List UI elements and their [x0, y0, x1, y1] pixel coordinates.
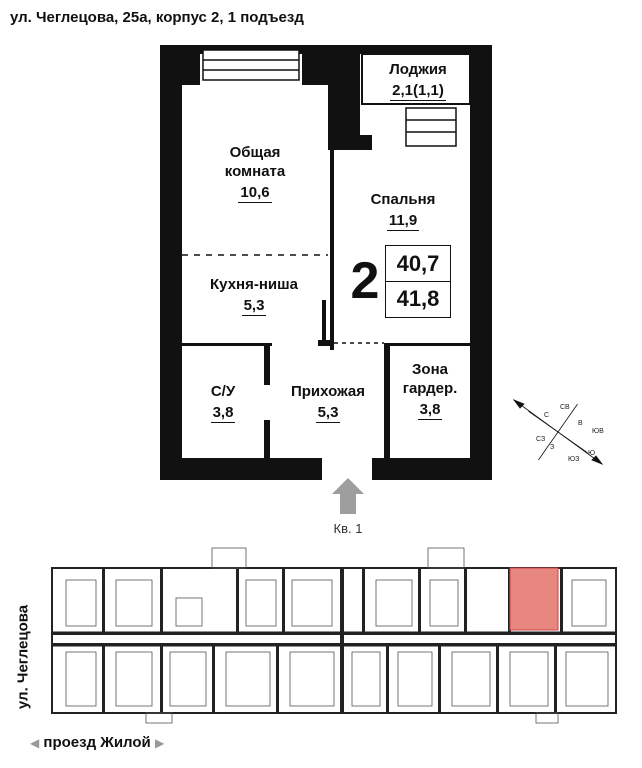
- compass-letter: Ю: [588, 450, 596, 457]
- wall: [360, 135, 372, 150]
- street-name: ул. Чеглецова: [14, 604, 32, 710]
- room-living: Общая комната 10,6: [200, 143, 310, 203]
- wall: [160, 45, 182, 480]
- street-label-left: ул. Чеглецова: [12, 592, 34, 722]
- entrance-label: Кв. 1: [333, 521, 363, 536]
- living-area: 40,7: [386, 247, 450, 282]
- room-name: Кухня-ниша: [210, 276, 298, 293]
- room-area: 3,8: [417, 401, 443, 420]
- room-name: гардер.: [402, 380, 458, 397]
- wall: [328, 60, 360, 150]
- area-box: 40,7 41,8: [385, 245, 451, 318]
- wall: [470, 45, 492, 480]
- compass-letter: С: [544, 412, 550, 419]
- window: [405, 107, 457, 147]
- compass-letter: СЗ: [536, 436, 546, 443]
- wall: [264, 420, 270, 460]
- wall: [160, 458, 322, 480]
- apartment-summary: 2 40,7 41,8: [345, 245, 451, 318]
- room-name: Спальня: [370, 191, 436, 208]
- compass-icon: С СВ В ЮВ Ю ЮЗ З СЗ: [508, 392, 608, 472]
- room-area: 2,1(1,1): [390, 82, 446, 101]
- room-name: Зона: [412, 361, 448, 378]
- room-area: 5,3: [241, 297, 267, 316]
- wall: [330, 140, 334, 350]
- total-area: 41,8: [396, 286, 440, 311]
- room-name: Общая: [229, 144, 281, 161]
- room-area: 5,3: [315, 404, 341, 423]
- room-hallway: Прихожая 5,3: [275, 382, 381, 423]
- highlighted-apartment: [509, 567, 559, 631]
- window: [202, 49, 300, 81]
- wall: [372, 458, 492, 480]
- street-name: проезд Жилой: [43, 734, 151, 751]
- wall: [384, 343, 470, 346]
- room-name: комната: [224, 163, 286, 180]
- wall: [360, 45, 492, 54]
- address-title: ул. Чеглецова, 25а, корпус 2, 1 подъезд: [10, 9, 304, 26]
- room-name: С/У: [210, 383, 236, 400]
- compass-letter: З: [550, 444, 555, 451]
- arrow-right-icon: ▶: [154, 736, 165, 750]
- wall: [264, 345, 270, 385]
- arrow-left-icon: ◀: [30, 736, 40, 750]
- room-loggia: Лоджия 2,1(1,1): [370, 60, 466, 101]
- wall: [322, 300, 326, 342]
- compass-letter: ЮЗ: [568, 456, 580, 463]
- wall: [182, 343, 272, 346]
- wall: [384, 345, 390, 460]
- room-bathroom: С/У 3,8: [190, 382, 256, 423]
- wall: [318, 340, 332, 346]
- compass-rose: [512, 399, 604, 465]
- room-wardrobe: Зона гардер. 3,8: [392, 360, 468, 420]
- room-name: Прихожая: [290, 383, 365, 400]
- room-name: Лоджия: [389, 61, 447, 78]
- compass-letter: ЮВ: [592, 428, 604, 435]
- compass-letter: В: [578, 420, 583, 427]
- compass-letter: СВ: [560, 404, 570, 411]
- site-plan: [51, 547, 617, 724]
- room-bedroom: Спальня 11,9: [350, 190, 456, 231]
- room-kitchen-niche: Кухня-ниша 5,3: [192, 275, 316, 316]
- room-area: 3,8: [210, 404, 236, 423]
- room-area: 11,9: [386, 212, 420, 231]
- room-area: 10,6: [238, 184, 272, 203]
- street-label-bottom: ◀ проезд Жилой ▶: [30, 734, 164, 751]
- rooms-count: 2: [350, 252, 380, 310]
- arrow-up-icon: [332, 478, 364, 514]
